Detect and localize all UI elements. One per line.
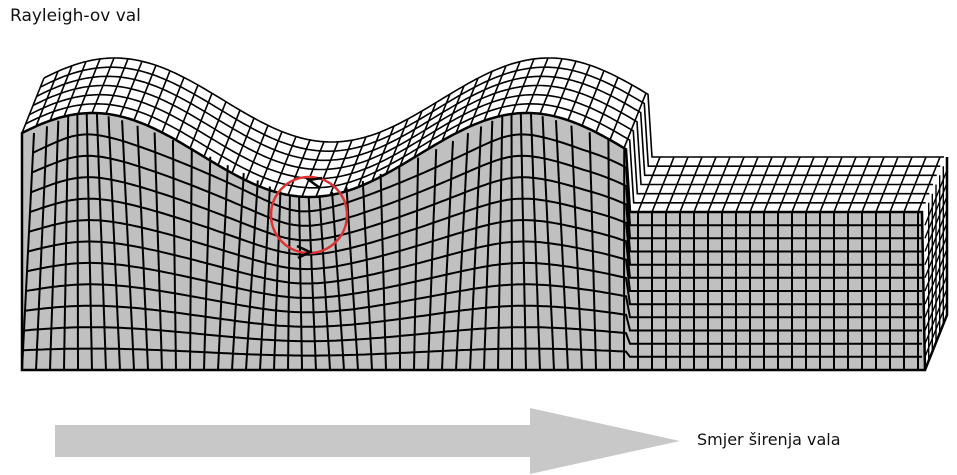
- propagation-arrow: [55, 408, 680, 474]
- wave-block: [22, 58, 947, 370]
- propagation-label: Smjer širenja vala: [697, 430, 841, 449]
